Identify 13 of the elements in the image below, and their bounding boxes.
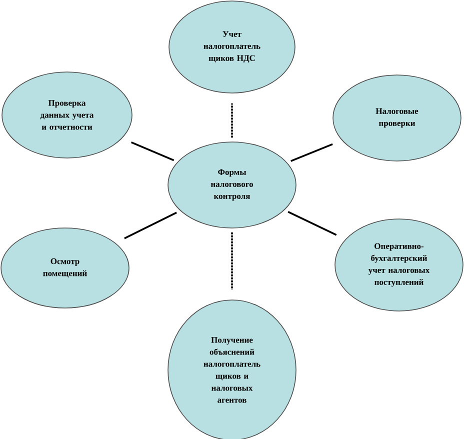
ellipse-node: Получение объяснений налогоплатель щиков и налоговых агентов	[168, 300, 296, 439]
ellipse-node: Налоговые проверки	[332, 74, 462, 162]
connector-line	[290, 143, 333, 162]
ellipse-node: Учет налогоплатель щиков НДС	[168, 0, 296, 94]
connector-line	[231, 232, 233, 290]
connector-line	[288, 211, 337, 236]
connector-line	[231, 103, 233, 138]
ellipse-node: Проверка данных учета и отчетности	[2, 72, 132, 158]
connector-line	[124, 212, 177, 240]
connector-line	[130, 141, 174, 162]
ellipse-node: Осмотр помещений	[0, 228, 130, 308]
ellipse-node: Формы налогового контроля	[168, 142, 296, 228]
ellipse-node: Оперативно- бухгалтерский учет налоговых поступлений	[334, 218, 464, 312]
